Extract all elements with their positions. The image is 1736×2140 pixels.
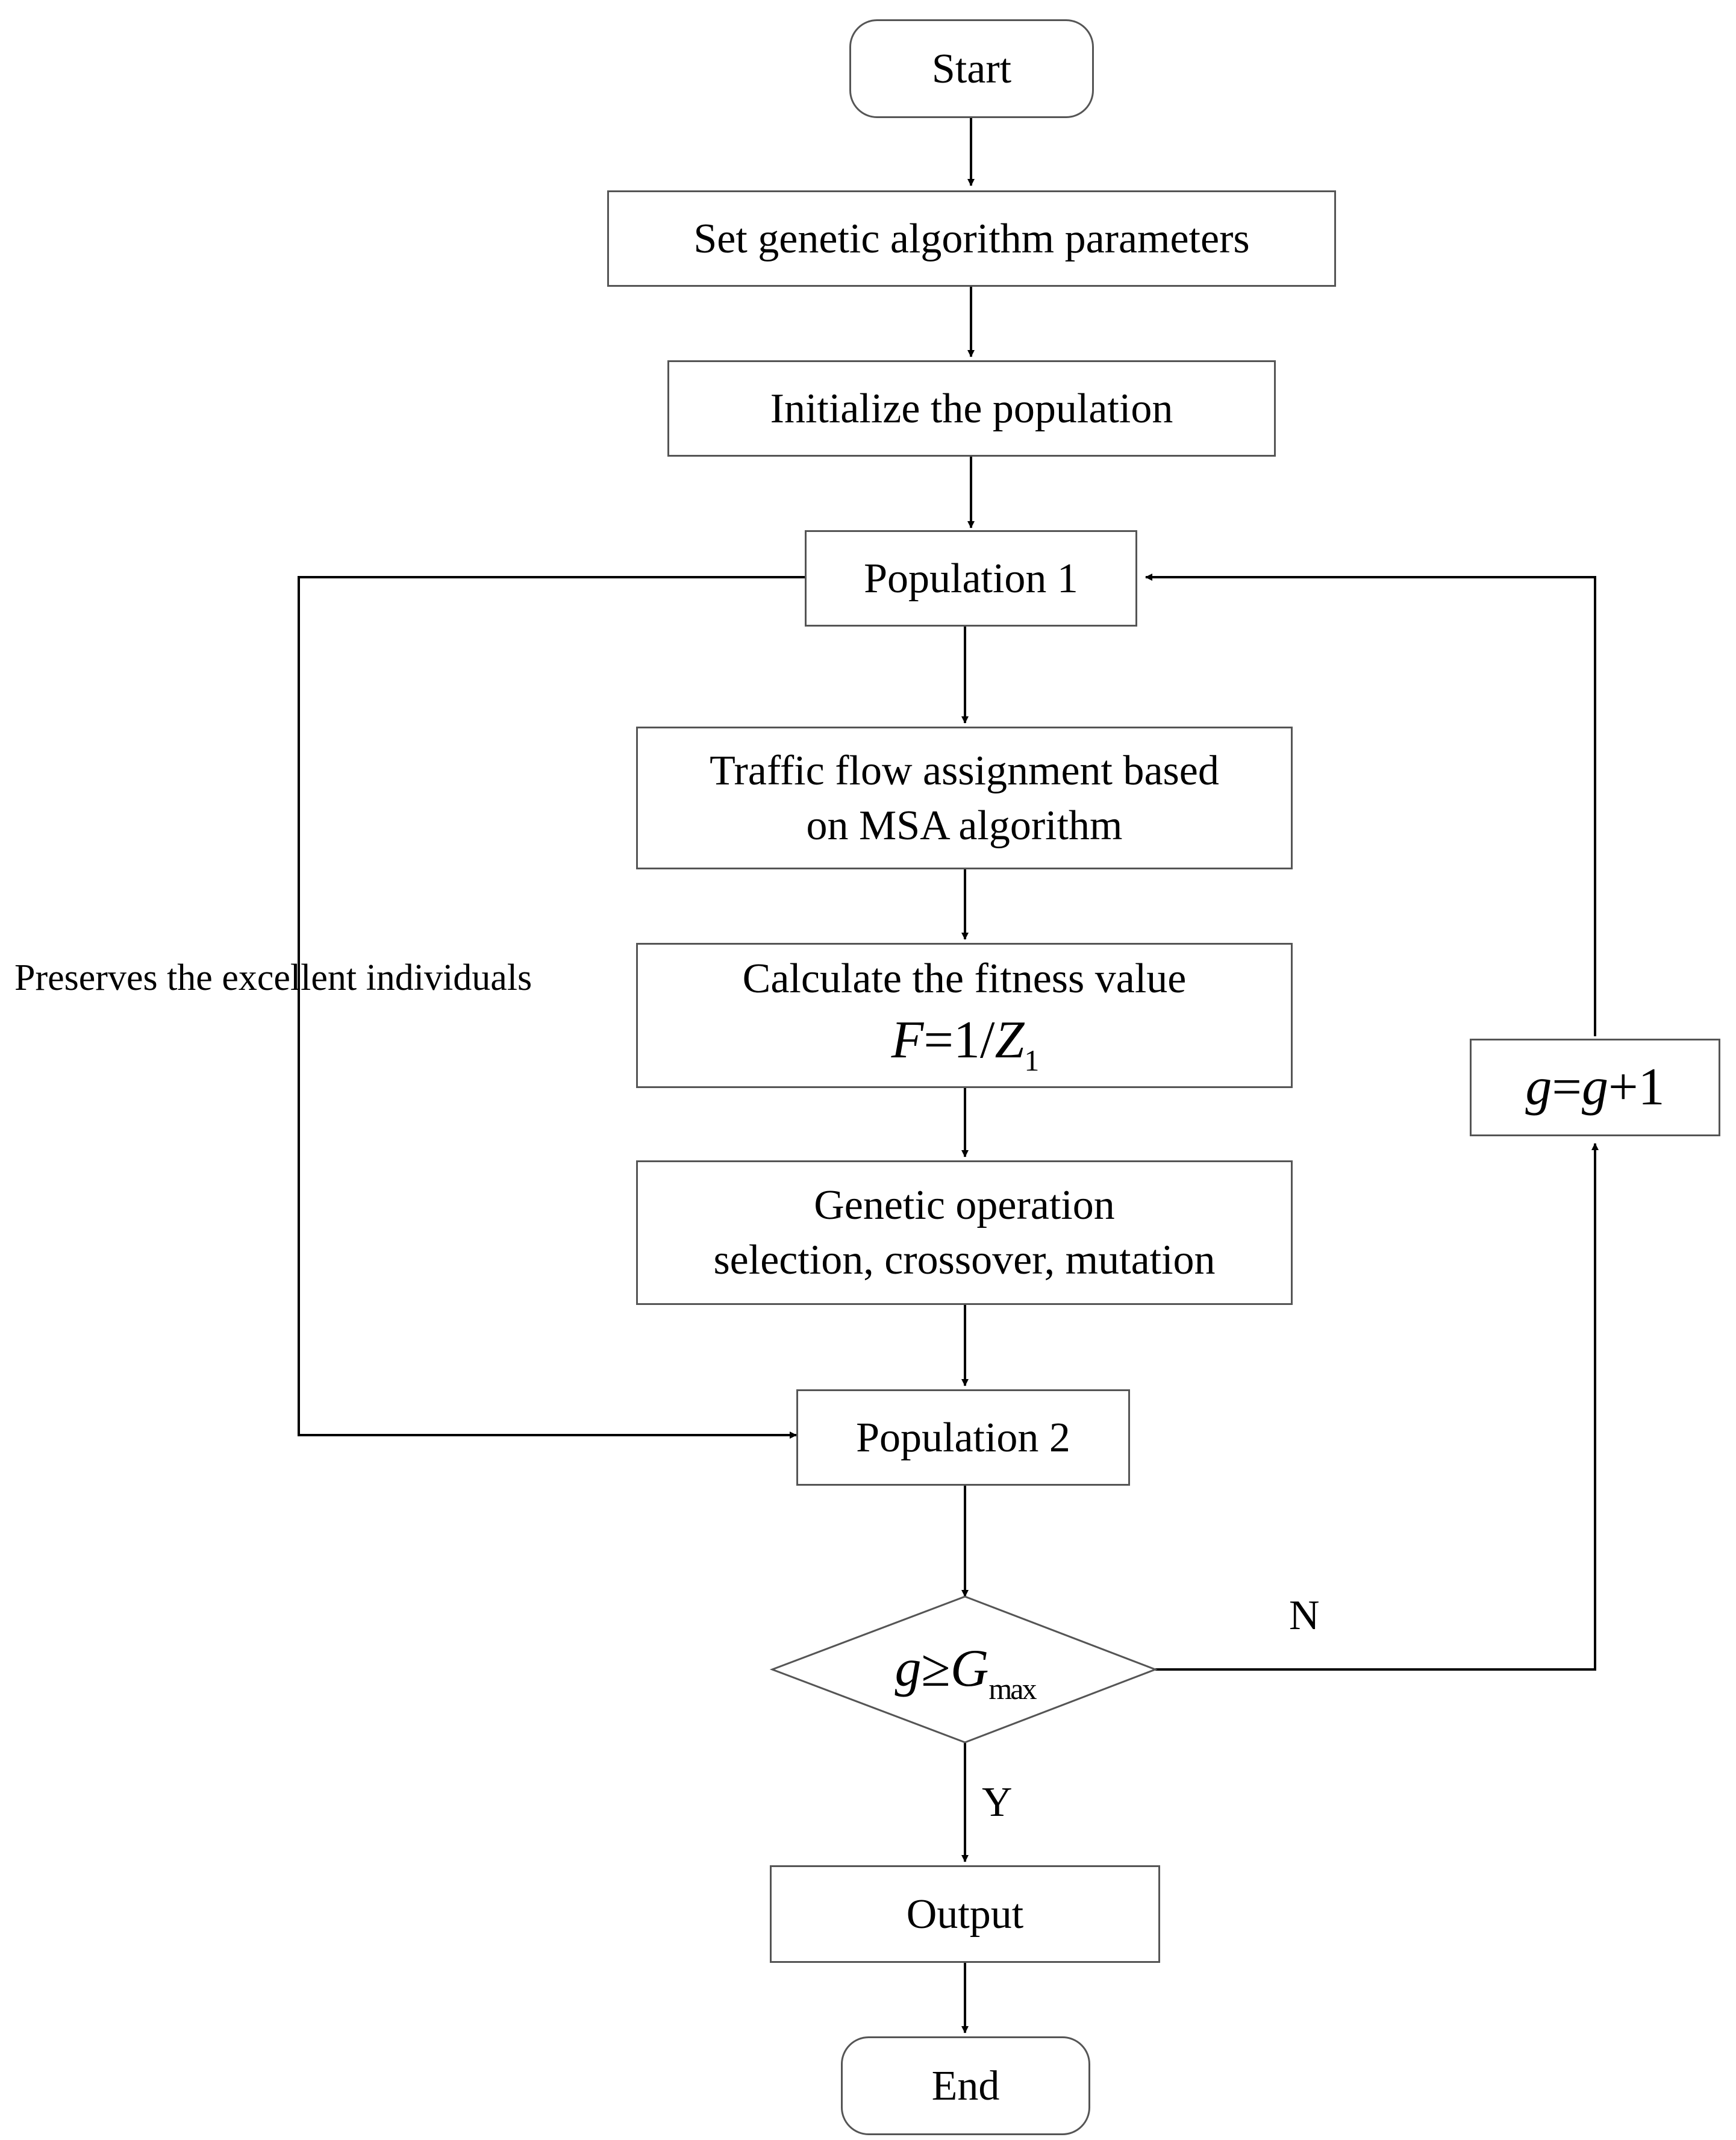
condition-formula: g≥Gmax [895,1638,1037,1706]
population1-box: Population 1 [805,530,1137,627]
population2-box: Population 2 [796,1389,1130,1486]
start-label: Start [931,45,1012,92]
condition-G: G [950,1639,989,1698]
init-population-box: Initialize the population [667,360,1276,457]
increment-g2: g [1582,1057,1608,1116]
condition-label: g≥Gmax [831,1627,1099,1717]
increment-box: g=g+1 [1470,1039,1720,1136]
fitness-formula-sub: 1 [1024,1043,1039,1077]
traffic-label-line1: Traffic flow assignment based [710,747,1219,794]
set-params-box: Set genetic algorithm parameters [607,190,1336,287]
population1-label: Population 1 [864,555,1078,602]
increment-plus: +1 [1608,1057,1665,1116]
fitness-formula-Z: Z [994,1010,1025,1069]
edge-label-no: N [1289,1592,1320,1639]
start-terminal: Start [849,19,1094,118]
fitness-formula-F: F [891,1010,924,1069]
traffic-label-line2: on MSA algorithm [806,802,1123,849]
arrow-increment-to-population1 [1145,574,1596,1036]
fitness-box: Calculate the fitness value F=1/Z1 [636,943,1293,1088]
traffic-assignment-box: Traffic flow assignment based on MSA alg… [636,727,1293,869]
condition-op: ≥ [921,1639,951,1698]
end-terminal: End [841,2036,1090,2135]
fitness-label-line1: Calculate the fitness value [742,955,1187,1002]
increment-formula: g=g+1 [1525,1053,1664,1122]
end-label: End [931,2062,1000,2109]
increment-g1: g [1525,1057,1552,1116]
increment-eq: = [1552,1057,1582,1116]
fitness-formula: F=1/Z1 [891,1006,1040,1080]
genetic-label-line2: selection, crossover, mutation [713,1237,1216,1283]
condition-diamond [769,1595,1158,1744]
genetic-label-line1: Genetic operation [814,1182,1115,1228]
arrow-preserve-elite [298,576,805,1439]
condition-g: g [895,1639,922,1698]
edge-label-yes: Y [982,1779,1013,1826]
genetic-operation-box: Genetic operation selection, crossover, … [636,1160,1293,1305]
set-params-label: Set genetic algorithm parameters [693,215,1250,262]
arrow-condition-no-to-increment [1155,1143,1599,1671]
condition-sub: max [988,1671,1037,1706]
output-label: Output [906,1891,1024,1938]
edge-label-preserve: Preserves the excellent individuals [14,957,532,998]
init-population-label: Initialize the population [770,385,1173,432]
output-box: Output [770,1865,1160,1963]
population2-label: Population 2 [856,1414,1070,1461]
fitness-formula-eq: =1/ [923,1010,995,1069]
